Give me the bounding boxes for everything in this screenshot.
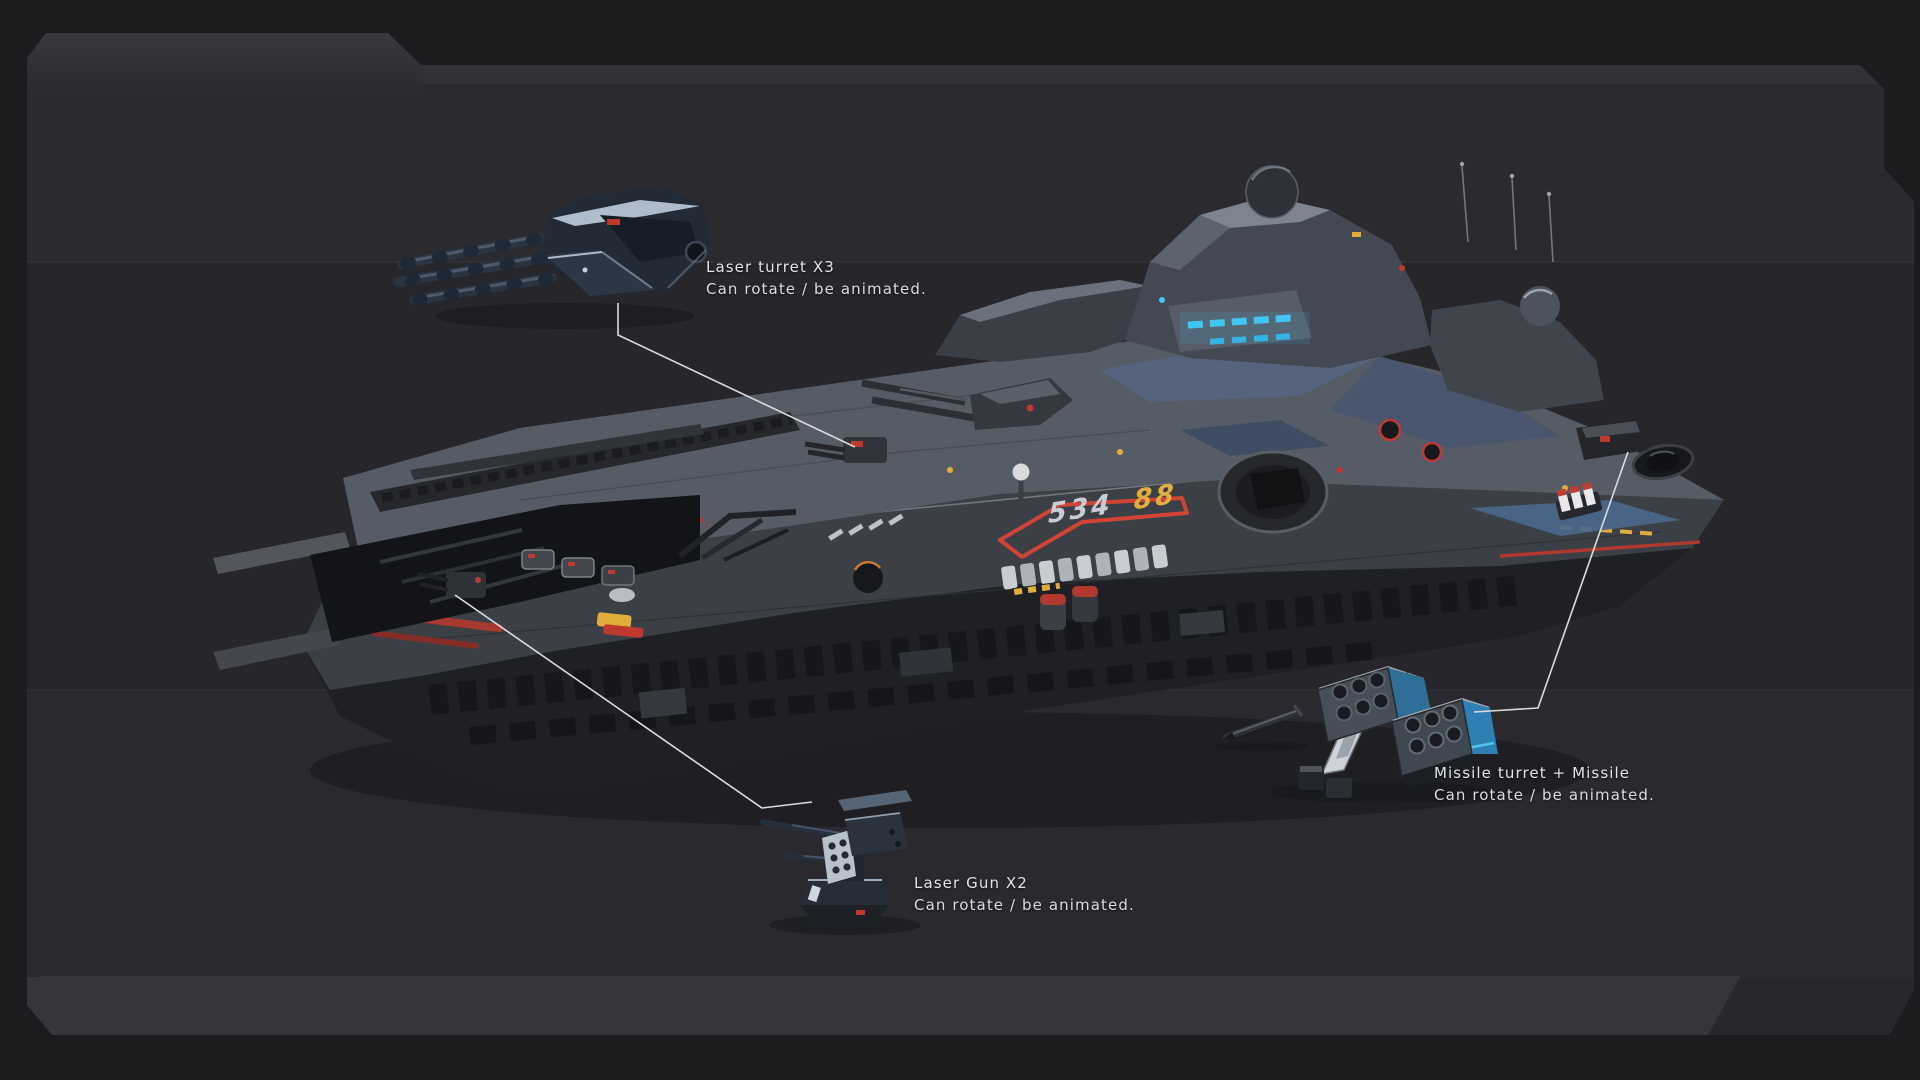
radar-dome-top [1245,165,1299,219]
bow-canopy [1470,500,1680,536]
ship-bow [1555,420,1695,521]
deck-hatches [521,549,635,586]
annotation-laser-turret-x3: Laser turret X3 Can rotate / be animated… [706,256,927,300]
callout-line-laser-turret-x3 [617,303,856,448]
mounted-laser-turret-x3 [804,437,887,463]
annotation-description: Can rotate / be animated. [706,280,927,298]
ship-hull-markings: 534 88 [998,478,1189,630]
missile-pod-rear [1317,666,1434,743]
ship-aft-deck [370,412,800,638]
mounted-laser-gun-x2 [417,572,486,598]
laser-turret-x3-model [393,186,710,329]
missile-turret-model [1216,666,1498,803]
annotation-missile-turret: Missile turret + Missile Can rotate / be… [1434,762,1655,806]
radar-dome-fore [1520,286,1560,326]
annotation-description: Can rotate / be animated. [914,896,1135,914]
deck-turret-ring [1217,418,1443,534]
module-row [1001,544,1168,590]
bow-missile-rack [1555,482,1603,521]
callout-line-missile-turret [1473,451,1629,713]
laser-gun-x2-model [760,790,921,935]
frame-bottom-band [27,977,1740,1035]
mounted-missile-turret [1576,420,1648,460]
missile [1222,704,1304,741]
hazard-strip [1011,581,1063,597]
hull-red-trim [1499,540,1701,558]
deck-sensor-dome [1012,463,1030,502]
callout-line-laser-gun-x2 [454,594,813,809]
annotation-laser-gun-x2: Laser Gun X2 Can rotate / be animated. [914,872,1135,916]
ship-mounted-guns [417,378,1073,598]
deck-machinery [596,612,644,638]
bridge-windows [1168,290,1312,352]
frame-top-tab [27,33,423,92]
missile-pod-front [1391,698,1498,788]
antenna-masts [1461,165,1554,263]
ship-superstructure [935,161,1604,412]
callout-lines [454,303,1629,809]
ship-render: 534 88 [213,161,1724,792]
annotation-title: Laser turret X3 [706,258,835,276]
annotation-title: Laser Gun X2 [914,874,1028,892]
ship-underhull [302,548,1692,792]
red-cylinders [1040,586,1098,630]
annotation-description: Can rotate / be animated. [1434,786,1655,804]
annotation-title: Missile turret + Missile [1434,764,1631,782]
